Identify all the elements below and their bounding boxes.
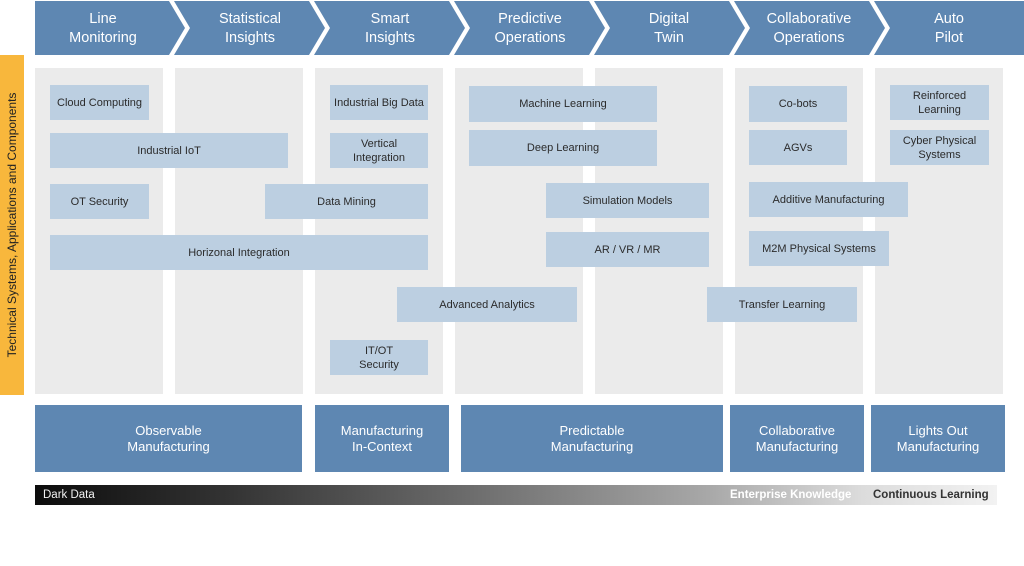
tech-horizontal-integration: Horizonal Integration (50, 235, 428, 270)
stage-auto-pilot: Auto Pilot (934, 11, 964, 46)
category-observable-manufacturing: Observable Manufacturing (35, 405, 302, 472)
stage-arrow-statistical-insights (174, 1, 325, 55)
technical-systems-side-tab: Technical Systems, Applications and Comp… (0, 55, 24, 395)
tech-data-mining: Data Mining (265, 184, 428, 219)
tech-cyber-physical-systems: Cyber Physical Systems (890, 130, 989, 165)
stage-arrow-collaborative-operations (734, 1, 885, 55)
tech-industrial-iot: Industrial IoT (50, 133, 288, 168)
tech-additive-manufacturing: Additive Manufacturing (749, 182, 908, 217)
column-smart-insights (315, 68, 443, 394)
column-auto-pilot (875, 68, 1003, 394)
stage-arrow-predictive-operations (454, 1, 605, 55)
stage-predictive-operations: Predictive Operations (494, 11, 566, 46)
category-lights-out-manufacturing: Lights Out Manufacturing (871, 405, 1005, 472)
tech-m2m-physical-systems: M2M Physical Systems (749, 231, 889, 266)
tech-agvs: AGVs (749, 130, 847, 165)
column-digital-twin (595, 68, 723, 394)
stage-arrow-auto-pilot (874, 1, 1024, 55)
category-predictable-manufacturing: Predictable Manufacturing (461, 405, 723, 472)
label-dark-data: Dark Data (43, 489, 95, 501)
stage-digital-twin: Digital Twin (648, 11, 690, 46)
stage-chevron-bar (35, 1, 1024, 55)
tech-co-bots: Co-bots (749, 86, 847, 122)
stage-collaborative-operations: Collaborative Operations (766, 11, 852, 46)
tech-simulation-models: Simulation Models (546, 183, 709, 218)
stage-arrow-line-monitoring (35, 1, 185, 55)
label-enterprise-knowledge: Enterprise Knowledge (730, 489, 852, 501)
tech-industrial-big-data: Industrial Big Data (330, 85, 428, 120)
column-statistical-insights (175, 68, 303, 394)
label-continuous-learning: Continuous Learning (873, 489, 989, 501)
column-predictive-operations (455, 68, 583, 394)
stage-smart-insights: Smart Insights (365, 11, 415, 46)
tech-ar-vr-mr: AR / VR / MR (546, 232, 709, 267)
tech-advanced-analytics: Advanced Analytics (397, 287, 577, 322)
stage-statistical-insights: Statistical Insights (218, 11, 282, 46)
tech-machine-learning: Machine Learning (469, 86, 657, 122)
tech-ot-security: OT Security (50, 184, 149, 219)
stage-arrow-smart-insights (314, 1, 465, 55)
category-manufacturing-in-context: Manufacturing In-Context (315, 405, 449, 472)
knowledge-gradient-bar: Dark Data Enterprise Knowledge Continuou… (35, 485, 997, 505)
tech-vertical-integration: Vertical Integration (330, 133, 428, 168)
tech-cloud-computing: Cloud Computing (50, 85, 149, 120)
category-collaborative-manufacturing: Collaborative Manufacturing (730, 405, 864, 472)
column-line-monitoring (35, 68, 163, 394)
tech-transfer-learning: Transfer Learning (707, 287, 857, 322)
tech-it-ot-security: IT/OT Security (330, 340, 428, 375)
stage-arrow-digital-twin (594, 1, 745, 55)
side-tab-label: Technical Systems, Applications and Comp… (5, 92, 19, 358)
tech-reinforced-learning: Reinforced Learning (890, 85, 989, 120)
stage-line-monitoring: Line Monitoring (69, 11, 137, 46)
tech-deep-learning: Deep Learning (469, 130, 657, 166)
